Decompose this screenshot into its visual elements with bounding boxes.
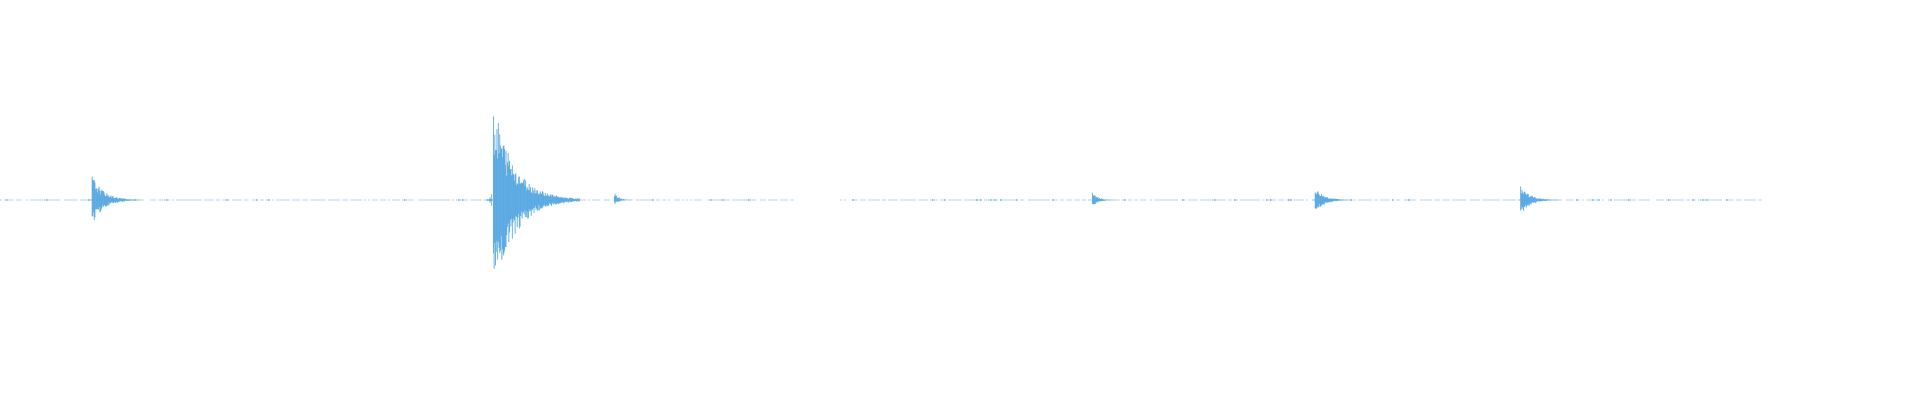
waveform-transients — [86, 116, 1559, 269]
waveform-transient — [86, 176, 141, 221]
waveform-transient — [1310, 191, 1354, 210]
waveform-transient — [1516, 186, 1559, 211]
waveform-transient — [1089, 192, 1116, 205]
waveform-transient — [483, 116, 580, 269]
waveform-transient — [612, 193, 634, 205]
